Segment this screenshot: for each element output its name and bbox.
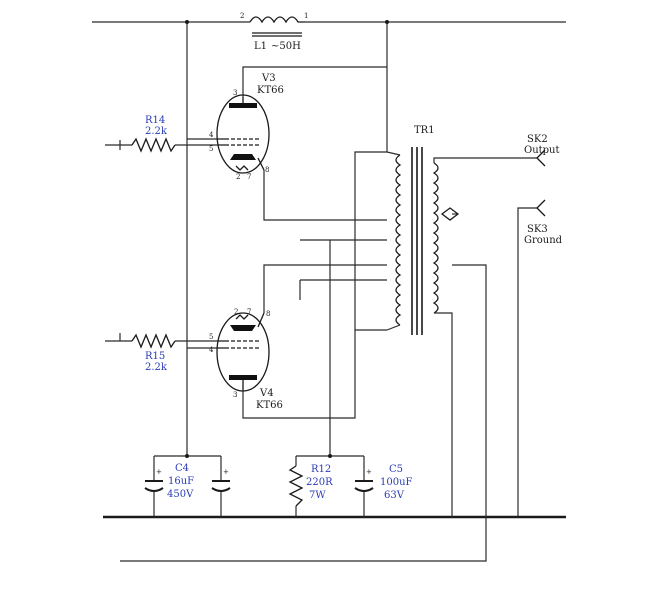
- resistor-r12: R12 220R 7W: [288, 455, 364, 517]
- r15-value: 2.2k: [145, 362, 168, 373]
- r14-value: 2.2k: [145, 126, 168, 137]
- v3-plate-to-b-plus-wire: [242, 66, 387, 97]
- transformer-ref: TR1: [414, 125, 435, 136]
- c5-value2: 63V: [384, 490, 405, 501]
- sk2-label: Output: [524, 145, 560, 156]
- choke-l1: 2 1 L1 ~50H: [240, 12, 308, 52]
- choke-ref: L1: [254, 41, 267, 52]
- v3-pin-g1: 5: [209, 145, 213, 153]
- sk2-ref: SK2: [527, 134, 548, 145]
- v3-ref: V3: [261, 73, 276, 84]
- v4-pin-k: 8: [266, 310, 270, 318]
- v4-pin-g1: 5: [209, 333, 213, 341]
- transformer-tr1: TR1: [386, 125, 460, 335]
- c4-value2: 450V: [167, 489, 194, 500]
- socket-sk3: SK3 Ground: [517, 199, 563, 517]
- v3-pin-g2: 4: [209, 131, 214, 139]
- c4-ref: C4: [175, 463, 189, 474]
- v4-pin-plate: 3: [233, 391, 237, 399]
- secondary-output-wire: [433, 157, 537, 163]
- c5-value1: 100uF: [380, 477, 413, 488]
- v4-cathode-wire: [263, 264, 387, 313]
- v4-type: KT66: [256, 400, 283, 411]
- r12-value1: 220R: [306, 477, 333, 488]
- secondary-ground-wire: [434, 312, 453, 517]
- resistor-r14: R14 2.2k: [131, 115, 176, 153]
- capacitor-c4: + + C4 16uF 450V: [144, 455, 231, 517]
- c4-plus-left: +: [156, 468, 162, 476]
- v3-cathode-wire: [263, 170, 387, 221]
- junction-dot: [185, 454, 189, 458]
- v4-plate-wire: [242, 329, 387, 419]
- junction-dot: [385, 20, 389, 24]
- c5-ref: C5: [389, 464, 403, 475]
- r15-ref: R15: [145, 351, 165, 362]
- junction-dot: [328, 454, 332, 458]
- socket-sk2: SK2 Output: [524, 134, 560, 167]
- resistor-r15: R15 2.2k: [131, 333, 176, 373]
- r12-value2: 7W: [309, 490, 326, 501]
- sk3-label: Ground: [524, 235, 563, 246]
- choke-value: ~50H: [271, 41, 301, 52]
- capacitor-c5: + C5 100uF 63V: [354, 456, 413, 517]
- primary-outer-wire: [354, 151, 387, 330]
- r12-ref: R12: [311, 464, 331, 475]
- tube-v4: 2 7 8 5 4 3 V4 KT66: [209, 308, 283, 411]
- c4-value1: 16uF: [168, 476, 194, 487]
- v4-pin-h1: 2: [234, 308, 238, 316]
- choke-pin-right: 1: [304, 12, 308, 20]
- v4-pin-h2: 7: [247, 308, 251, 316]
- v3-pin-plate: 3: [233, 89, 237, 97]
- v4-pin-g2: 4: [209, 346, 214, 354]
- c4-plus-right: +: [223, 468, 229, 476]
- tube-v3: 3 4 5 2 7 8 V3 KT66: [209, 73, 284, 181]
- v3-type: KT66: [257, 85, 284, 96]
- v4-ref: V4: [259, 388, 274, 399]
- v3-pin-h1: 2: [236, 173, 240, 181]
- c5-plus: +: [366, 468, 372, 476]
- sk3-ref: SK3: [527, 224, 548, 235]
- v3-pin-h2: 7: [247, 173, 251, 181]
- r14-ref: R14: [145, 115, 165, 126]
- bottom-return-wire: [120, 264, 487, 562]
- v3-pin-k: 8: [265, 166, 269, 174]
- junction-dot: [185, 20, 189, 24]
- choke-pin-left: 2: [240, 12, 244, 20]
